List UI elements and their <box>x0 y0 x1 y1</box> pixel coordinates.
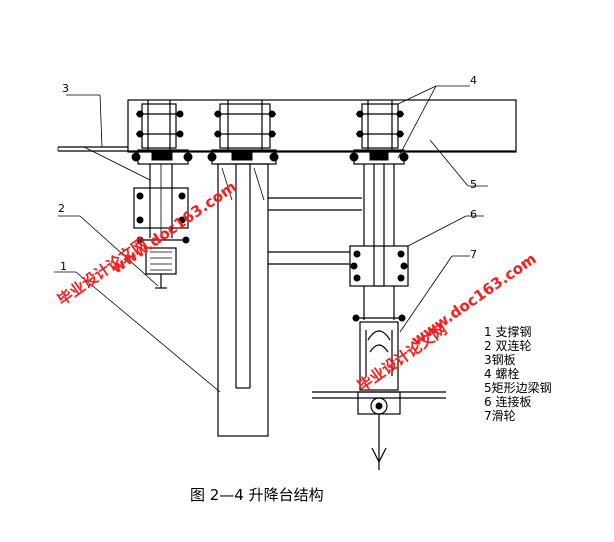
leader-lines <box>54 85 488 393</box>
callout-4: 4 <box>470 74 477 87</box>
rectangular-edge-beam <box>127 99 517 153</box>
bolt-group-middle <box>214 100 276 152</box>
bolt-group-right <box>356 100 404 152</box>
callout-2: 2 <box>58 202 65 215</box>
callout-7: 7 <box>470 248 477 261</box>
pulley <box>312 314 446 470</box>
bolt-group-left <box>136 100 184 152</box>
double-wheel <box>145 247 177 289</box>
legend-item: 1 支撑钢 <box>484 324 531 339</box>
callout-6: 6 <box>470 208 477 221</box>
connection-plate <box>349 245 409 287</box>
legend-item: 6 连接板 <box>484 394 531 409</box>
svg-text:www.doc163.com: www.doc163.com <box>108 178 240 278</box>
watermark-left-url: www.doc163.com <box>108 178 240 278</box>
callout-3: 3 <box>62 82 69 95</box>
support-steel <box>217 163 269 437</box>
legend: 1 支撑钢 2 双连轮 3钢板 4 螺栓 5矩形边梁钢 6 连接板 7滑轮 <box>484 324 552 423</box>
legend-item: 2 双连轮 <box>484 338 531 353</box>
figure-caption: 图 2—4 升降台结构 <box>190 486 324 504</box>
clamp-blocks <box>131 149 409 165</box>
steel-plate <box>57 146 516 152</box>
right-hanger <box>363 164 395 320</box>
legend-item: 5矩形边梁钢 <box>484 380 552 395</box>
callout-1: 1 <box>60 260 67 273</box>
left-hanger <box>133 164 190 244</box>
legend-item: 7滑轮 <box>484 409 516 423</box>
connecting-bars <box>268 197 362 265</box>
legend-item: 4 螺栓 <box>484 366 519 381</box>
callout-5: 5 <box>470 178 477 191</box>
legend-item: 3钢板 <box>484 353 516 367</box>
